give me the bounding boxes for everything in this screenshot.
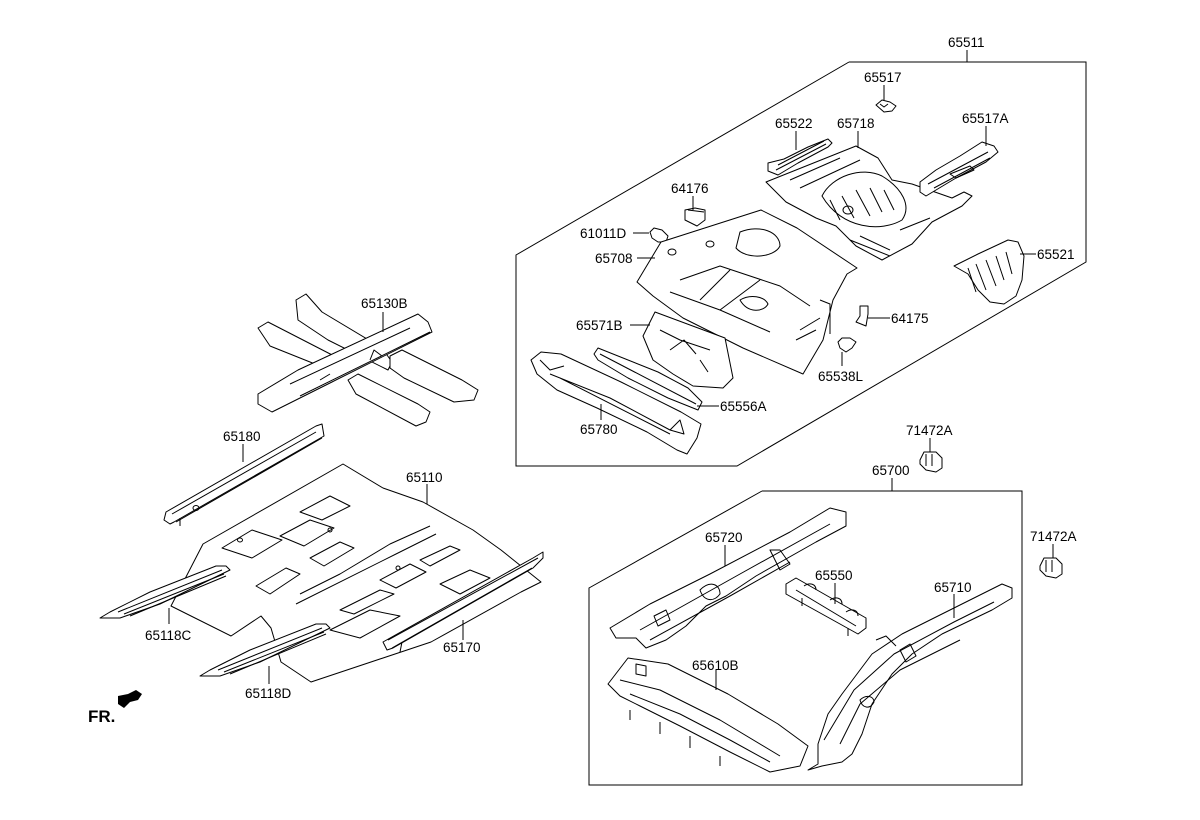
label-65556A[interactable]: 65556A [720, 399, 767, 414]
part-64175[interactable]: 64175 [855, 305, 929, 327]
label-71472A-top[interactable]: 71472A [906, 423, 953, 438]
part-71472A-1[interactable]: 71472A [906, 423, 953, 473]
label-65521[interactable]: 65521 [1037, 247, 1075, 262]
label-71472A-right[interactable]: 71472A [1030, 529, 1077, 544]
label-65780[interactable]: 65780 [580, 422, 618, 437]
part-65118C[interactable]: 65118C [99, 565, 231, 643]
label-64175[interactable]: 64175 [891, 311, 929, 326]
part-65180[interactable]: 65180 [163, 423, 325, 526]
group-65700: 65700 [588, 463, 1023, 786]
label-65710[interactable]: 65710 [934, 580, 972, 595]
part-65110[interactable]: 65110 [170, 463, 542, 683]
label-61011D[interactable]: 61011D [580, 226, 627, 241]
front-arrow-icon [118, 690, 142, 708]
label-65522[interactable]: 65522 [775, 116, 813, 131]
front-direction-indicator: FR. [88, 690, 142, 726]
part-65708[interactable]: 65708 [595, 209, 858, 375]
part-65517A[interactable]: 65517A [919, 111, 1009, 197]
label-65118C[interactable]: 65118C [145, 628, 192, 643]
group-65511: 65511 [515, 35, 1087, 467]
part-65710[interactable]: 65710 [807, 580, 1013, 771]
part-65718[interactable]: 65718 [765, 116, 973, 261]
label-65610B[interactable]: 65610B [692, 658, 739, 673]
label-65550[interactable]: 65550 [815, 568, 853, 583]
label-65517[interactable]: 65517 [864, 70, 902, 85]
part-65517[interactable]: 65517 [864, 70, 902, 113]
part-65556A[interactable]: 65556A [593, 347, 767, 414]
part-65170[interactable]: 65170 [382, 551, 544, 655]
part-65130B[interactable]: 65130B [257, 293, 479, 427]
label-65130B[interactable]: 65130B [361, 296, 408, 311]
label-65720[interactable]: 65720 [705, 530, 743, 545]
label-65511[interactable]: 65511 [948, 35, 985, 50]
front-label: FR. [88, 707, 115, 726]
label-65110[interactable]: 65110 [406, 470, 443, 485]
part-65118D[interactable]: 65118D [199, 623, 331, 701]
label-65700[interactable]: 65700 [872, 463, 910, 478]
group-65700-frame [588, 490, 1023, 786]
part-71472A-2[interactable]: 71472A [1030, 529, 1077, 579]
label-65180[interactable]: 65180 [223, 429, 261, 444]
label-65170[interactable]: 65170 [443, 640, 481, 655]
part-65571B[interactable]: 65571B [576, 311, 734, 389]
group-65511-frame [515, 61, 1087, 467]
part-65720[interactable]: 65720 [609, 507, 847, 649]
label-65118D[interactable]: 65118D [245, 686, 292, 701]
part-65521[interactable]: 65521 [953, 239, 1075, 305]
part-61011D[interactable]: 61011D [580, 226, 669, 243]
label-65718[interactable]: 65718 [837, 116, 875, 131]
part-64176[interactable]: 64176 [671, 181, 709, 227]
part-65538L[interactable]: 65538L [818, 337, 864, 384]
label-65517A[interactable]: 65517A [962, 111, 1009, 126]
label-64176[interactable]: 64176 [671, 181, 709, 196]
part-65522[interactable]: 65522 [767, 116, 833, 176]
label-65538L[interactable]: 65538L [818, 369, 864, 384]
label-65708[interactable]: 65708 [595, 251, 633, 266]
part-65780[interactable]: 65780 [530, 351, 702, 455]
part-65550[interactable]: 65550 [785, 568, 867, 636]
label-65571B[interactable]: 65571B [576, 318, 623, 333]
part-65610B[interactable]: 65610B [607, 657, 809, 773]
